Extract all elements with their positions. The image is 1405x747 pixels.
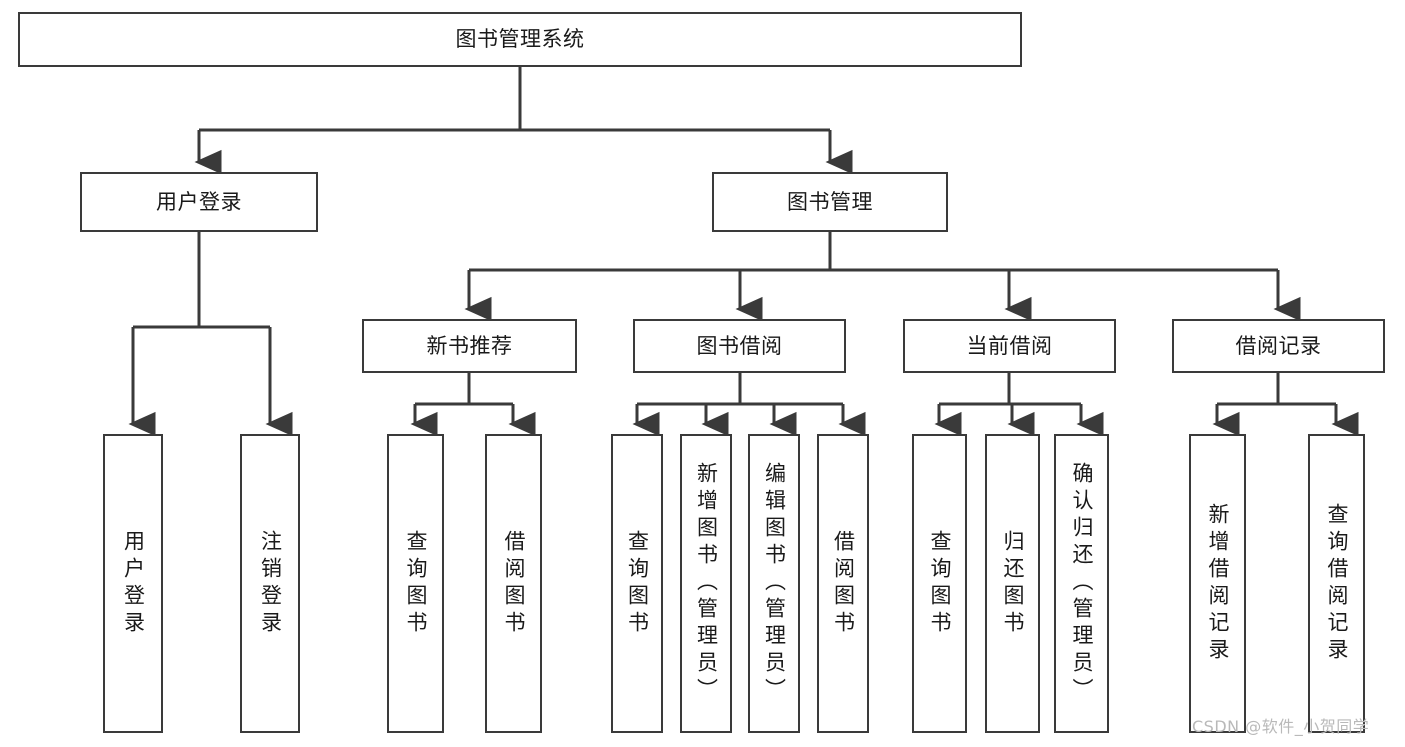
node-current-borrow-label: 当前借阅: [966, 333, 1053, 358]
node-user-login-label: 用户登录: [156, 189, 242, 214]
node-current-borrow[interactable]: 当前借阅: [903, 319, 1116, 373]
node-leaf-add-book[interactable]: 新增图书（管理员）: [680, 434, 732, 733]
node-leaf-confirm-return-label: 确认归还（管理员）: [1070, 462, 1094, 705]
node-leaf-query-record-label: 查询借阅记录: [1325, 502, 1349, 665]
node-leaf-return-book[interactable]: 归还图书: [985, 434, 1040, 733]
node-leaf-borrow-book-2-label: 借阅图书: [831, 529, 856, 638]
node-borrow-record[interactable]: 借阅记录: [1172, 319, 1385, 373]
node-book-manage[interactable]: 图书管理: [712, 172, 948, 232]
node-leaf-logout-login[interactable]: 注销登录: [240, 434, 300, 733]
node-leaf-confirm-return[interactable]: 确认归还（管理员）: [1054, 434, 1109, 733]
node-leaf-query-book-1-label: 查询图书: [404, 529, 428, 638]
node-new-book-recommend-label: 新书推荐: [426, 333, 513, 358]
node-leaf-edit-book[interactable]: 编辑图书（管理员）: [748, 434, 800, 733]
node-new-book-recommend[interactable]: 新书推荐: [362, 319, 577, 373]
node-leaf-add-record-label: 新增借阅记录: [1206, 502, 1230, 665]
node-leaf-borrow-book-1[interactable]: 借阅图书: [485, 434, 542, 733]
node-leaf-return-book-label: 归还图书: [1001, 529, 1025, 638]
node-book-borrow[interactable]: 图书借阅: [633, 319, 846, 373]
node-user-login[interactable]: 用户登录: [80, 172, 318, 232]
node-leaf-query-book-1[interactable]: 查询图书: [387, 434, 444, 733]
node-root[interactable]: 图书管理系统: [18, 12, 1022, 67]
node-borrow-record-label: 借阅记录: [1235, 333, 1322, 358]
node-leaf-query-book-2-label: 查询图书: [625, 529, 650, 638]
node-leaf-logout-login-label: 注销登录: [258, 529, 283, 638]
node-leaf-query-book-3-label: 查询图书: [928, 529, 952, 638]
node-leaf-add-book-label: 新增图书（管理员）: [694, 462, 719, 705]
node-book-manage-label: 图书管理: [787, 189, 873, 214]
node-leaf-query-record[interactable]: 查询借阅记录: [1308, 434, 1365, 733]
csdn-watermark: CSDN @软件_小贺同学: [1192, 717, 1370, 736]
node-leaf-add-record[interactable]: 新增借阅记录: [1189, 434, 1246, 733]
node-leaf-query-book-3[interactable]: 查询图书: [912, 434, 967, 733]
node-book-borrow-label: 图书借阅: [696, 333, 783, 358]
node-leaf-user-login-label: 用户登录: [121, 529, 146, 638]
node-leaf-edit-book-label: 编辑图书（管理员）: [762, 462, 787, 705]
node-leaf-query-book-2[interactable]: 查询图书: [611, 434, 663, 733]
node-root-label: 图书管理系统: [455, 27, 585, 52]
node-leaf-borrow-book-1-label: 借阅图书: [502, 529, 526, 638]
node-leaf-borrow-book-2[interactable]: 借阅图书: [817, 434, 869, 733]
node-leaf-user-login[interactable]: 用户登录: [103, 434, 163, 733]
